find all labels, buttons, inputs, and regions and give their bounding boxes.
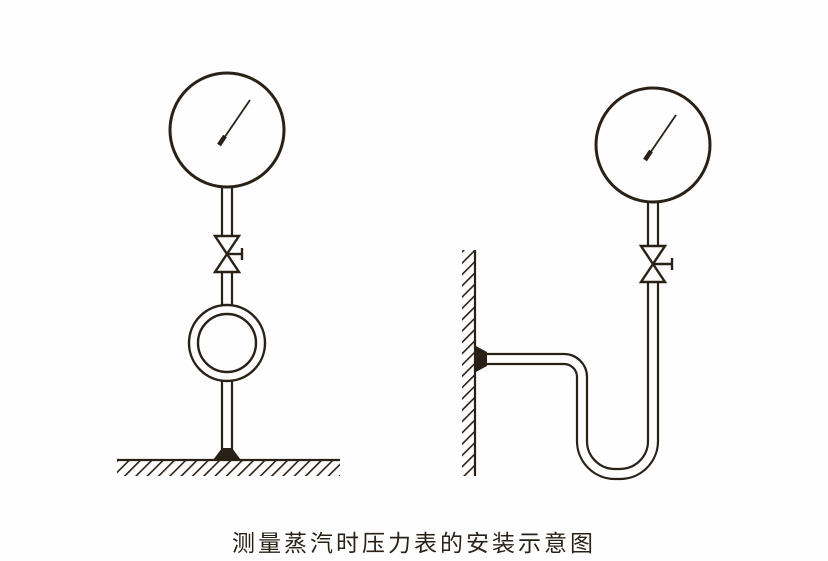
right-weld-boss: [474, 345, 487, 373]
left-needle-valve-icon: [212, 234, 244, 274]
right-pipe-upper: [646, 202, 660, 245]
left-pipe-upper: [220, 187, 234, 235]
diagram-caption: 测量蒸汽时压力表的安装示意图: [232, 531, 596, 557]
right-needle-valve-icon: [638, 244, 674, 284]
left-coil-siphon-icon: [187, 303, 267, 383]
right-wall-hatching: [462, 250, 475, 476]
right-gauge-needle-hub: [643, 149, 653, 162]
left-pressure-gauge: [168, 71, 286, 189]
left-gauge-needle: [221, 99, 251, 142]
left-pipe-middle: [220, 273, 234, 306]
left-gauge-needle-hub: [217, 134, 227, 147]
left-pipe-wall-hatching: [117, 460, 340, 476]
right-gauge-needle: [647, 114, 677, 157]
right-pressure-gauge: [594, 86, 712, 204]
right-installation: [462, 86, 712, 481]
left-pipe-lower: [220, 381, 234, 455]
right-u-tube-siphon-icon: [487, 283, 660, 481]
left-installation: [117, 71, 340, 476]
left-weld-boss: [213, 448, 241, 460]
